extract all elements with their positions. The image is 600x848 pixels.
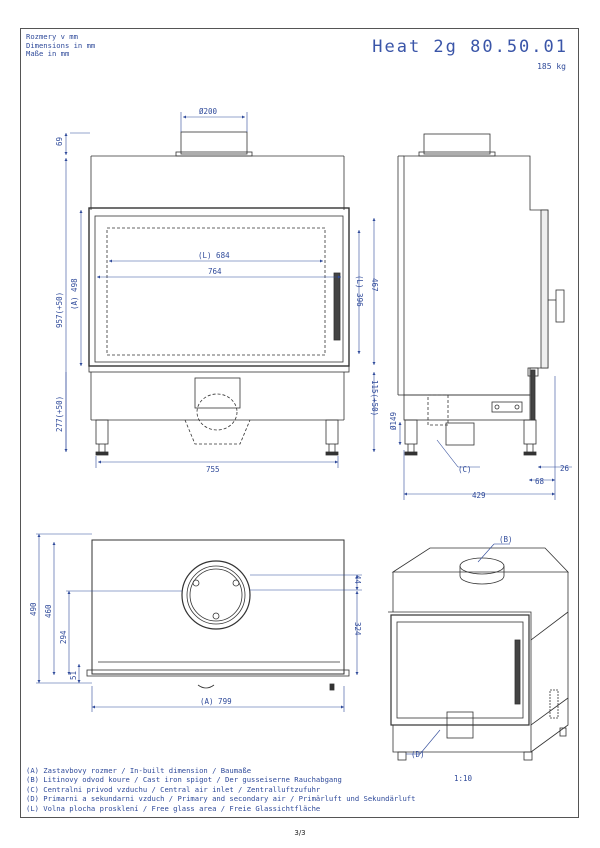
side-dimensions — [398, 376, 572, 500]
drawing-scale: 1:10 — [454, 774, 473, 783]
units-note-en: Dimensions in mm — [26, 40, 96, 50]
page-number: 3/3 — [294, 829, 306, 837]
label-inlet: (C) — [458, 465, 472, 474]
top-dimensions — [36, 533, 362, 712]
product-weight: 185 kg — [537, 62, 566, 71]
front-dim-labels: Ø200 69 957(+50) (A) 498 277(+50) (L) 68… — [55, 107, 379, 474]
dim-top-width: (A) 799 — [200, 697, 232, 706]
iso-view — [388, 547, 569, 761]
top-dim-labels: 490 460 294 51 44 324 (A) 799 — [29, 575, 362, 706]
dim-glass-width: (L) 684 — [198, 251, 230, 260]
legend-b: (B) Litinovy odvod koure / Cast iron spi… — [26, 775, 342, 785]
drawing-frame — [20, 28, 579, 818]
dim-total-height: 957(+50) — [55, 292, 64, 328]
dim-spigot: Ø200 — [199, 107, 218, 116]
door-handle — [333, 272, 341, 341]
dim-lower-right: 115(+50) — [370, 380, 379, 416]
glass-area — [106, 227, 326, 356]
door-frame — [88, 207, 350, 367]
dim-top: 69 — [55, 137, 64, 146]
units-note-cz: Rozmery v mm — [26, 32, 78, 41]
dim-26: 26 — [560, 464, 570, 473]
units-note: Rozmery v mm Dimensions in mm Maße in mm — [26, 32, 96, 59]
iso-door — [390, 614, 530, 726]
dim-width: 755 — [206, 465, 220, 474]
front-view — [88, 131, 350, 456]
label-air: (D) — [411, 750, 425, 759]
dim-324: 324 — [353, 622, 362, 636]
dim-door-width: 764 — [208, 267, 222, 276]
legend: (A) Zastavbovy rozmer / In-built dimensi… — [26, 766, 415, 813]
units-note-de: Maße in mm — [26, 49, 70, 59]
dim-door-height: 467 — [370, 278, 379, 292]
dim-490: 490 — [29, 602, 38, 616]
dim-460: 460 — [44, 604, 53, 618]
iso-callouts — [406, 543, 510, 755]
legend-a: (A) Zastavbovy rozmer / In-built dimensi… — [26, 766, 252, 775]
side-dim-labels: Ø149 (C) 26 68 429 — [389, 412, 570, 500]
front-dimensions — [64, 112, 376, 468]
legend-d: (D) Primarni a sekundarni vzduch / Prima… — [26, 794, 416, 804]
dim-lower-left: 277(+50) — [55, 396, 64, 432]
spigot-top — [181, 560, 251, 630]
legend-l: (L) Volna plocha prosklení / Free glass … — [26, 803, 321, 813]
label-spigot: (B) — [499, 535, 513, 544]
product-title: Heat 2g 80.50.01 — [372, 37, 568, 57]
spigot-outline — [180, 131, 248, 155]
top-view — [86, 539, 350, 691]
dim-44: 44 — [353, 575, 362, 585]
dim-inbuilt-height: (A) 498 — [70, 278, 79, 310]
dim-51: 51 — [69, 671, 78, 680]
dim-depth: 429 — [472, 491, 486, 500]
iso-labels: (B) (D) — [411, 535, 513, 759]
side-view — [397, 133, 565, 456]
dim-glass-height: (L) 396 — [355, 275, 364, 307]
dim-68: 68 — [535, 477, 545, 486]
dim-inlet: Ø149 — [389, 412, 398, 430]
legend-c: (C) Centralni privod vzduchu / Central a… — [26, 784, 321, 794]
dim-294: 294 — [59, 630, 68, 644]
